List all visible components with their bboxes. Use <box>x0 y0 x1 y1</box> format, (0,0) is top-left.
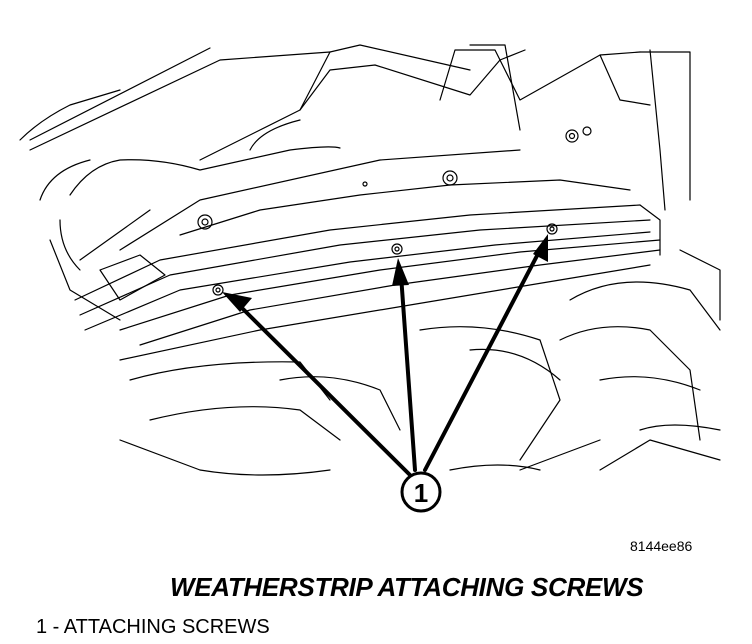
weatherstrip-illustration: 1 <box>19 44 721 513</box>
legend-item: 1 - ATTACHING SCREWS <box>36 616 270 638</box>
screw-left <box>212 284 224 296</box>
body-structure-lines <box>19 44 691 321</box>
screw-middle <box>391 243 403 255</box>
lower-components <box>119 249 721 476</box>
figure-caption: WEATHERSTRIP ATTACHING SCREWS <box>170 572 644 602</box>
callout-1: 1 <box>400 471 442 513</box>
screw-right <box>546 223 558 235</box>
callout-number: 1 <box>414 478 428 508</box>
mounting-bolts <box>197 126 592 230</box>
weatherstrip-rail <box>74 179 661 361</box>
figure-id: 8144ee86 <box>630 538 693 554</box>
attaching-screws <box>212 223 558 296</box>
leader-arrows <box>222 234 548 477</box>
